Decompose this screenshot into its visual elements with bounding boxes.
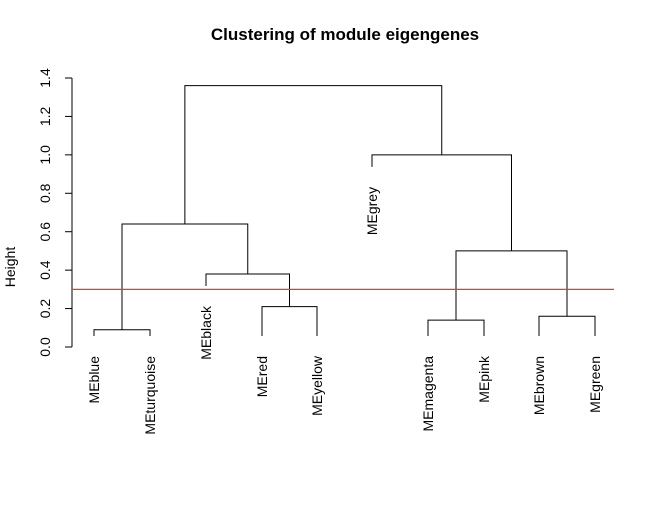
leaf-label: MEred [254, 356, 270, 397]
leaf-label: MEmagenta [420, 356, 436, 432]
y-tick-label: 1.2 [37, 106, 53, 126]
y-tick-label: 0.4 [37, 260, 53, 280]
dendrogram-merge [538, 315, 596, 336]
dendrogram-merge [93, 329, 151, 336]
chart-title: Clustering of module eigengenes [211, 25, 479, 44]
dendrogram-merge [427, 319, 485, 336]
dendrogram-merge [184, 85, 443, 225]
y-tick-label: 0.0 [37, 337, 53, 357]
dendrogram-merge [205, 273, 290, 307]
y-tick-label: 0.6 [37, 222, 53, 242]
y-axis: 0.0 0.2 0.4 0.6 0.8 1.0 1.2 1.4 [37, 68, 73, 357]
y-axis-label: Height [2, 247, 18, 288]
leaf-label: MEgrey [364, 187, 380, 235]
dendrogram-merge [261, 306, 318, 336]
leaf-label: MEgreen [587, 356, 603, 413]
y-tick-label: 0.2 [37, 299, 53, 319]
leaf-label: MEbrown [531, 356, 547, 415]
dendrogram-merge [121, 223, 249, 330]
y-tick-label: 1.0 [37, 145, 53, 165]
leaf-label: MEyellow [309, 355, 325, 416]
dendrogram-tree [93, 85, 596, 336]
leaf-label: MEblack [198, 305, 214, 360]
leaf-label: MEpink [476, 355, 492, 403]
dendrogram-merge [455, 250, 568, 321]
y-tick-label: 1.4 [37, 68, 53, 88]
y-tick-label: 0.8 [37, 183, 53, 203]
leaf-label: MEturquoise [142, 356, 158, 435]
leaf-label: MEblue [86, 356, 102, 404]
dendrogram-merge [371, 154, 512, 251]
